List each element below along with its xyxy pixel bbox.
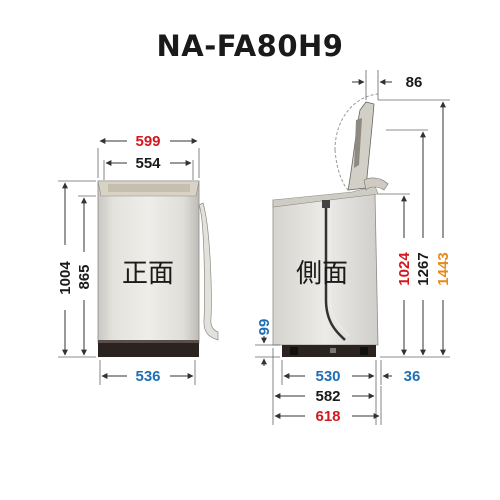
dim-side-618: 618 <box>315 408 340 425</box>
dim-front-536: 536 <box>135 368 160 385</box>
side-lid-swing-arc <box>334 93 379 151</box>
model-title: NA-FA80H9 <box>157 29 344 63</box>
dim-side-1267: 1267 <box>415 252 432 285</box>
front-base <box>98 343 199 357</box>
dim-side-99: 99 <box>256 319 273 336</box>
side-open-lid <box>347 101 375 191</box>
dim-front-554: 554 <box>135 155 161 172</box>
dim-side-36: 36 <box>404 368 421 385</box>
front-view: 正面 599 554 536 1004 865 <box>57 133 219 385</box>
dim-side-1443: 1443 <box>435 252 452 285</box>
dim-side-530: 530 <box>315 368 340 385</box>
side-label: 側面 <box>296 259 348 289</box>
dim-front-1004: 1004 <box>57 261 74 295</box>
dim-front-865: 865 <box>76 264 93 289</box>
side-view: 側面 86 1024 1267 1443 99 <box>255 70 452 425</box>
front-body <box>97 180 200 344</box>
dim-side-582: 582 <box>315 388 340 405</box>
dim-side-1024: 1024 <box>396 252 413 286</box>
front-drain-hose <box>198 202 219 341</box>
front-label: 正面 <box>122 259 174 289</box>
dim-front-599: 599 <box>135 133 160 150</box>
dim-side-86: 86 <box>406 74 423 91</box>
side-internal-hose <box>324 205 346 341</box>
side-base <box>282 345 376 357</box>
